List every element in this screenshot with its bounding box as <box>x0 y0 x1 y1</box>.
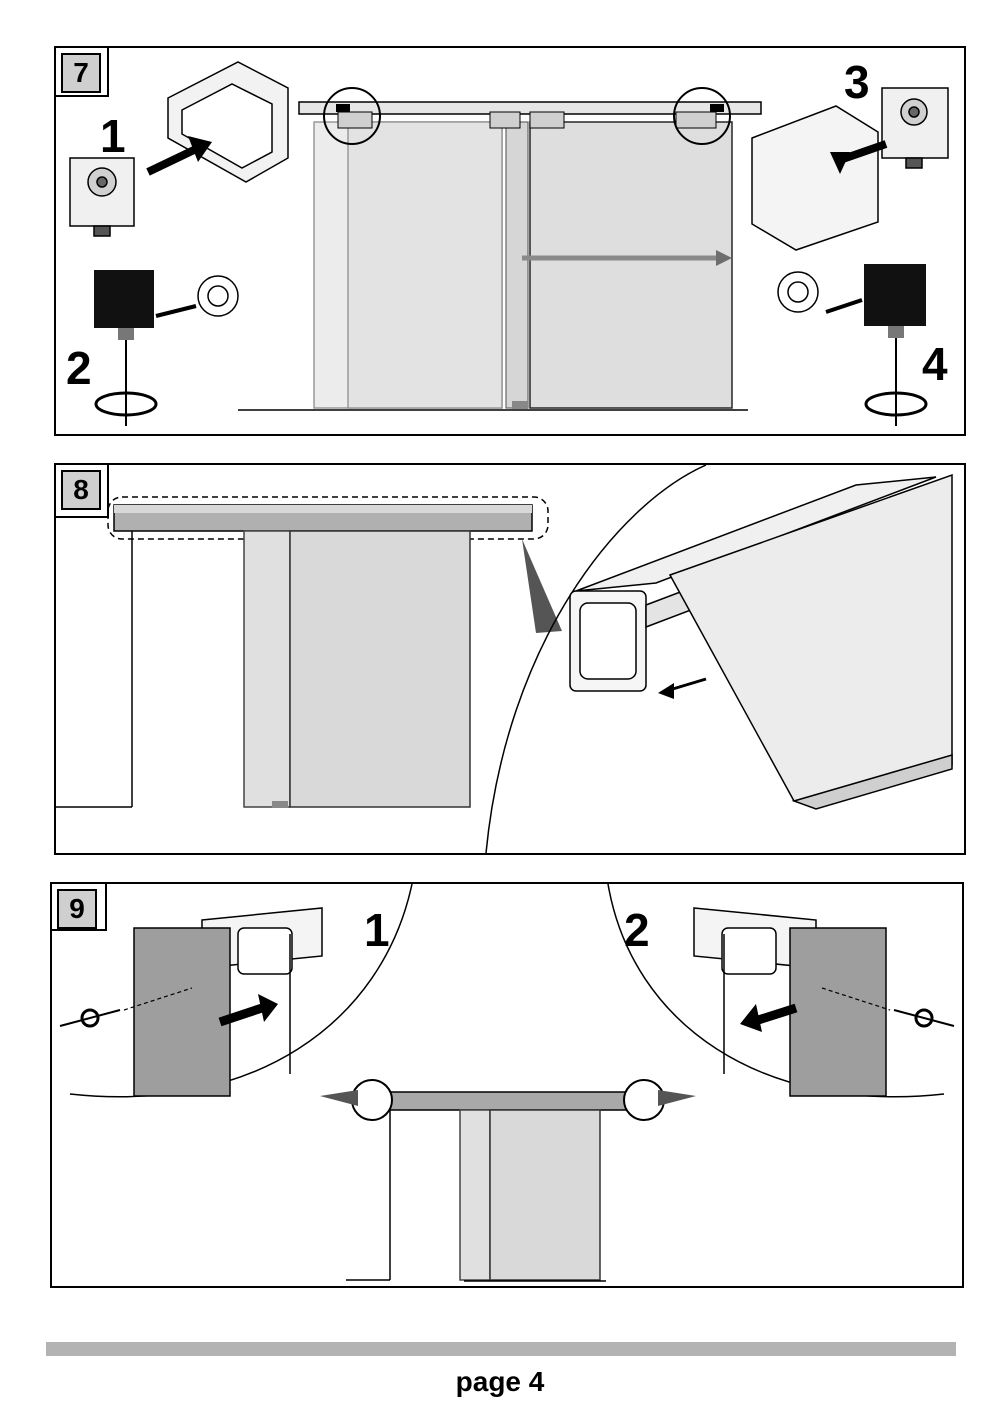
substep-2-number: 2 <box>624 904 650 956</box>
top-rail <box>373 1091 645 1111</box>
detail-circle-right <box>673 87 731 145</box>
substep-3-illustration <box>751 87 949 251</box>
step-8-illustration <box>56 465 953 853</box>
detail-circle-left <box>323 87 381 145</box>
step-8-badge: 8 <box>61 470 101 510</box>
step-8-panel: 8 <box>54 463 966 855</box>
substep-4-number: 4 <box>922 338 948 390</box>
profile-detail <box>569 473 953 810</box>
arrow-icon <box>146 146 196 176</box>
sliding-door <box>489 1109 601 1281</box>
arrow-icon <box>218 1003 264 1027</box>
substep-3-number: 3 <box>844 56 870 108</box>
sliding-door <box>529 121 733 409</box>
substep-2-illustration <box>94 270 239 426</box>
step-9-illustration: 1 2 <box>52 884 955 1282</box>
step-7-badge: 7 <box>61 53 101 93</box>
sliding-door <box>289 530 471 808</box>
substep-4-illustration <box>777 264 928 426</box>
left-end-cap <box>133 927 231 1097</box>
step-7-panel: 1 2 3 4 7 <box>54 46 966 436</box>
step-9-badge: 9 <box>57 889 97 929</box>
footer-bar <box>46 1342 956 1356</box>
arrow-icon <box>716 250 732 266</box>
substep-1-number: 1 <box>100 110 126 162</box>
substep-1-illustration <box>69 61 289 237</box>
page-number: page 4 <box>455 1366 545 1397</box>
step-7-illustration: 1 2 3 4 <box>56 48 949 426</box>
substep-2-number: 2 <box>66 342 92 394</box>
step-9-panel: 1 2 9 <box>50 882 964 1288</box>
substep-1-number: 1 <box>364 904 390 956</box>
right-end-cap <box>789 927 887 1097</box>
